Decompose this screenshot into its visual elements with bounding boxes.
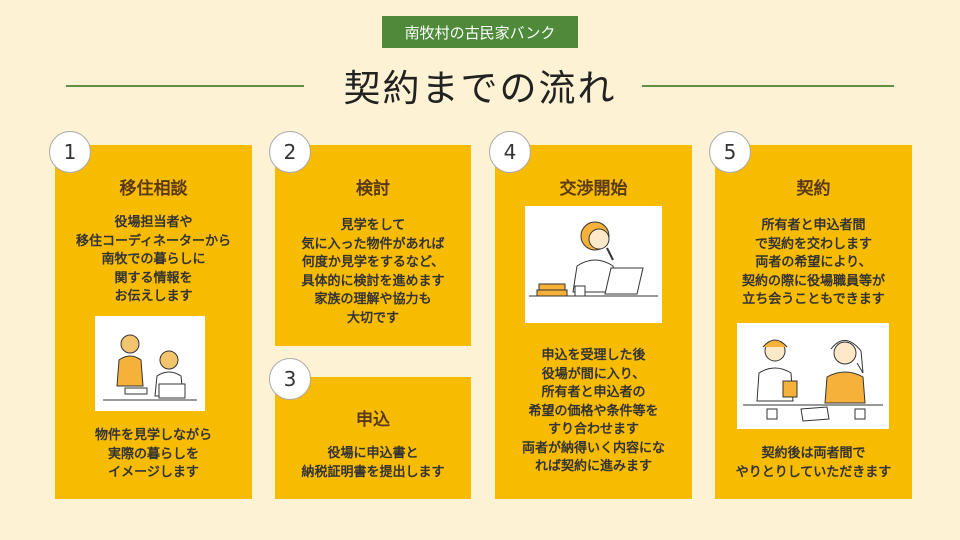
step-number-1: 1 bbox=[49, 131, 91, 173]
step-number-4: 4 bbox=[489, 131, 531, 173]
step-number-2: 2 bbox=[269, 131, 311, 173]
step-card-2: 検討 見学をして 気に入った物件があれば 何度か見学をするなど、 具体的に検討を… bbox=[275, 145, 471, 346]
step-note: 物件を見学しながら 実際の暮らしを イメージします bbox=[94, 428, 212, 480]
step-number-5: 5 bbox=[709, 131, 751, 173]
consultation-illustration bbox=[95, 316, 205, 411]
step-description: 申込を受理した後 役場が間に入り、 所有者と申込者の 希望の価格や条件等を すり… bbox=[521, 348, 665, 474]
negotiation-illustration bbox=[525, 206, 662, 323]
step-card-5: 契約 所有者と申込者間 で契約を交わします 両者の希望により、 契約の際に役場職… bbox=[715, 145, 912, 499]
step-card-1: 移住相談 役場担当者や 移住コーディネーターから 南牧での暮らしに 関する情報を… bbox=[55, 145, 252, 499]
step-title: 交渉開始 bbox=[559, 179, 628, 199]
contract-illustration bbox=[737, 323, 889, 429]
step-card-4: 交渉開始 申込を受理した後 役場が間に入り、 所有者と申込者の 希望の価格や条件… bbox=[495, 145, 692, 499]
step-number-3: 3 bbox=[269, 358, 311, 400]
step-description: 役場に申込書と 納税証明書を提出します bbox=[301, 446, 445, 480]
title-divider-right bbox=[642, 85, 894, 87]
step-card-3: 申込 役場に申込書と 納税証明書を提出します bbox=[275, 377, 471, 499]
step-description: 役場担当者や 移住コーディネーターから 南牧での暮らしに 関する情報を お伝えし… bbox=[75, 215, 232, 304]
step-title: 検討 bbox=[356, 179, 390, 199]
step-title: 契約 bbox=[796, 179, 831, 199]
step-description: 所有者と申込者間 で契約を交わします 両者の希望により、 契約の際に役場職員等が… bbox=[741, 218, 885, 307]
step-note: 契約後は両者間で やりとりしていただきます bbox=[735, 446, 892, 480]
step-title: 申込 bbox=[356, 410, 390, 430]
page-title: 契約までの流れ bbox=[343, 67, 617, 110]
step-title: 移住相談 bbox=[119, 179, 188, 199]
header-badge: 南牧村の古民家バンク bbox=[382, 16, 578, 48]
title-divider-left bbox=[66, 85, 304, 87]
step-description: 見学をして 気に入った物件があれば 何度か見学をするなど、 具体的に検討を進めま… bbox=[301, 218, 445, 326]
